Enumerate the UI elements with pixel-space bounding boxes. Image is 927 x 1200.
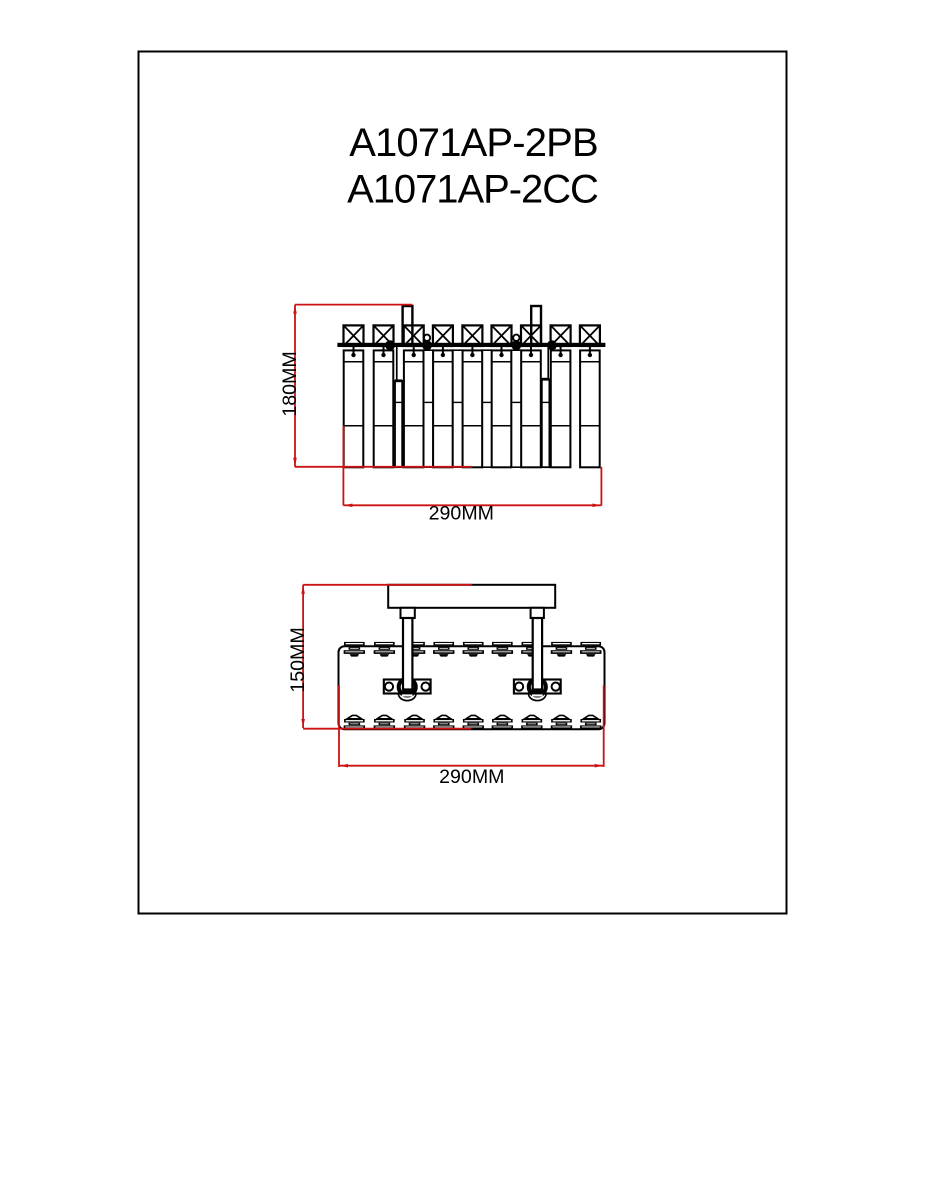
svg-text:180MM: 180MM: [279, 351, 301, 416]
svg-text:290MM: 290MM: [429, 503, 494, 525]
svg-text:290MM: 290MM: [439, 766, 504, 788]
svg-text:A1071AP-2CC: A1071AP-2CC: [347, 168, 598, 212]
svg-text:150MM: 150MM: [287, 627, 309, 692]
svg-text:A1071AP-2PB: A1071AP-2PB: [349, 121, 598, 165]
